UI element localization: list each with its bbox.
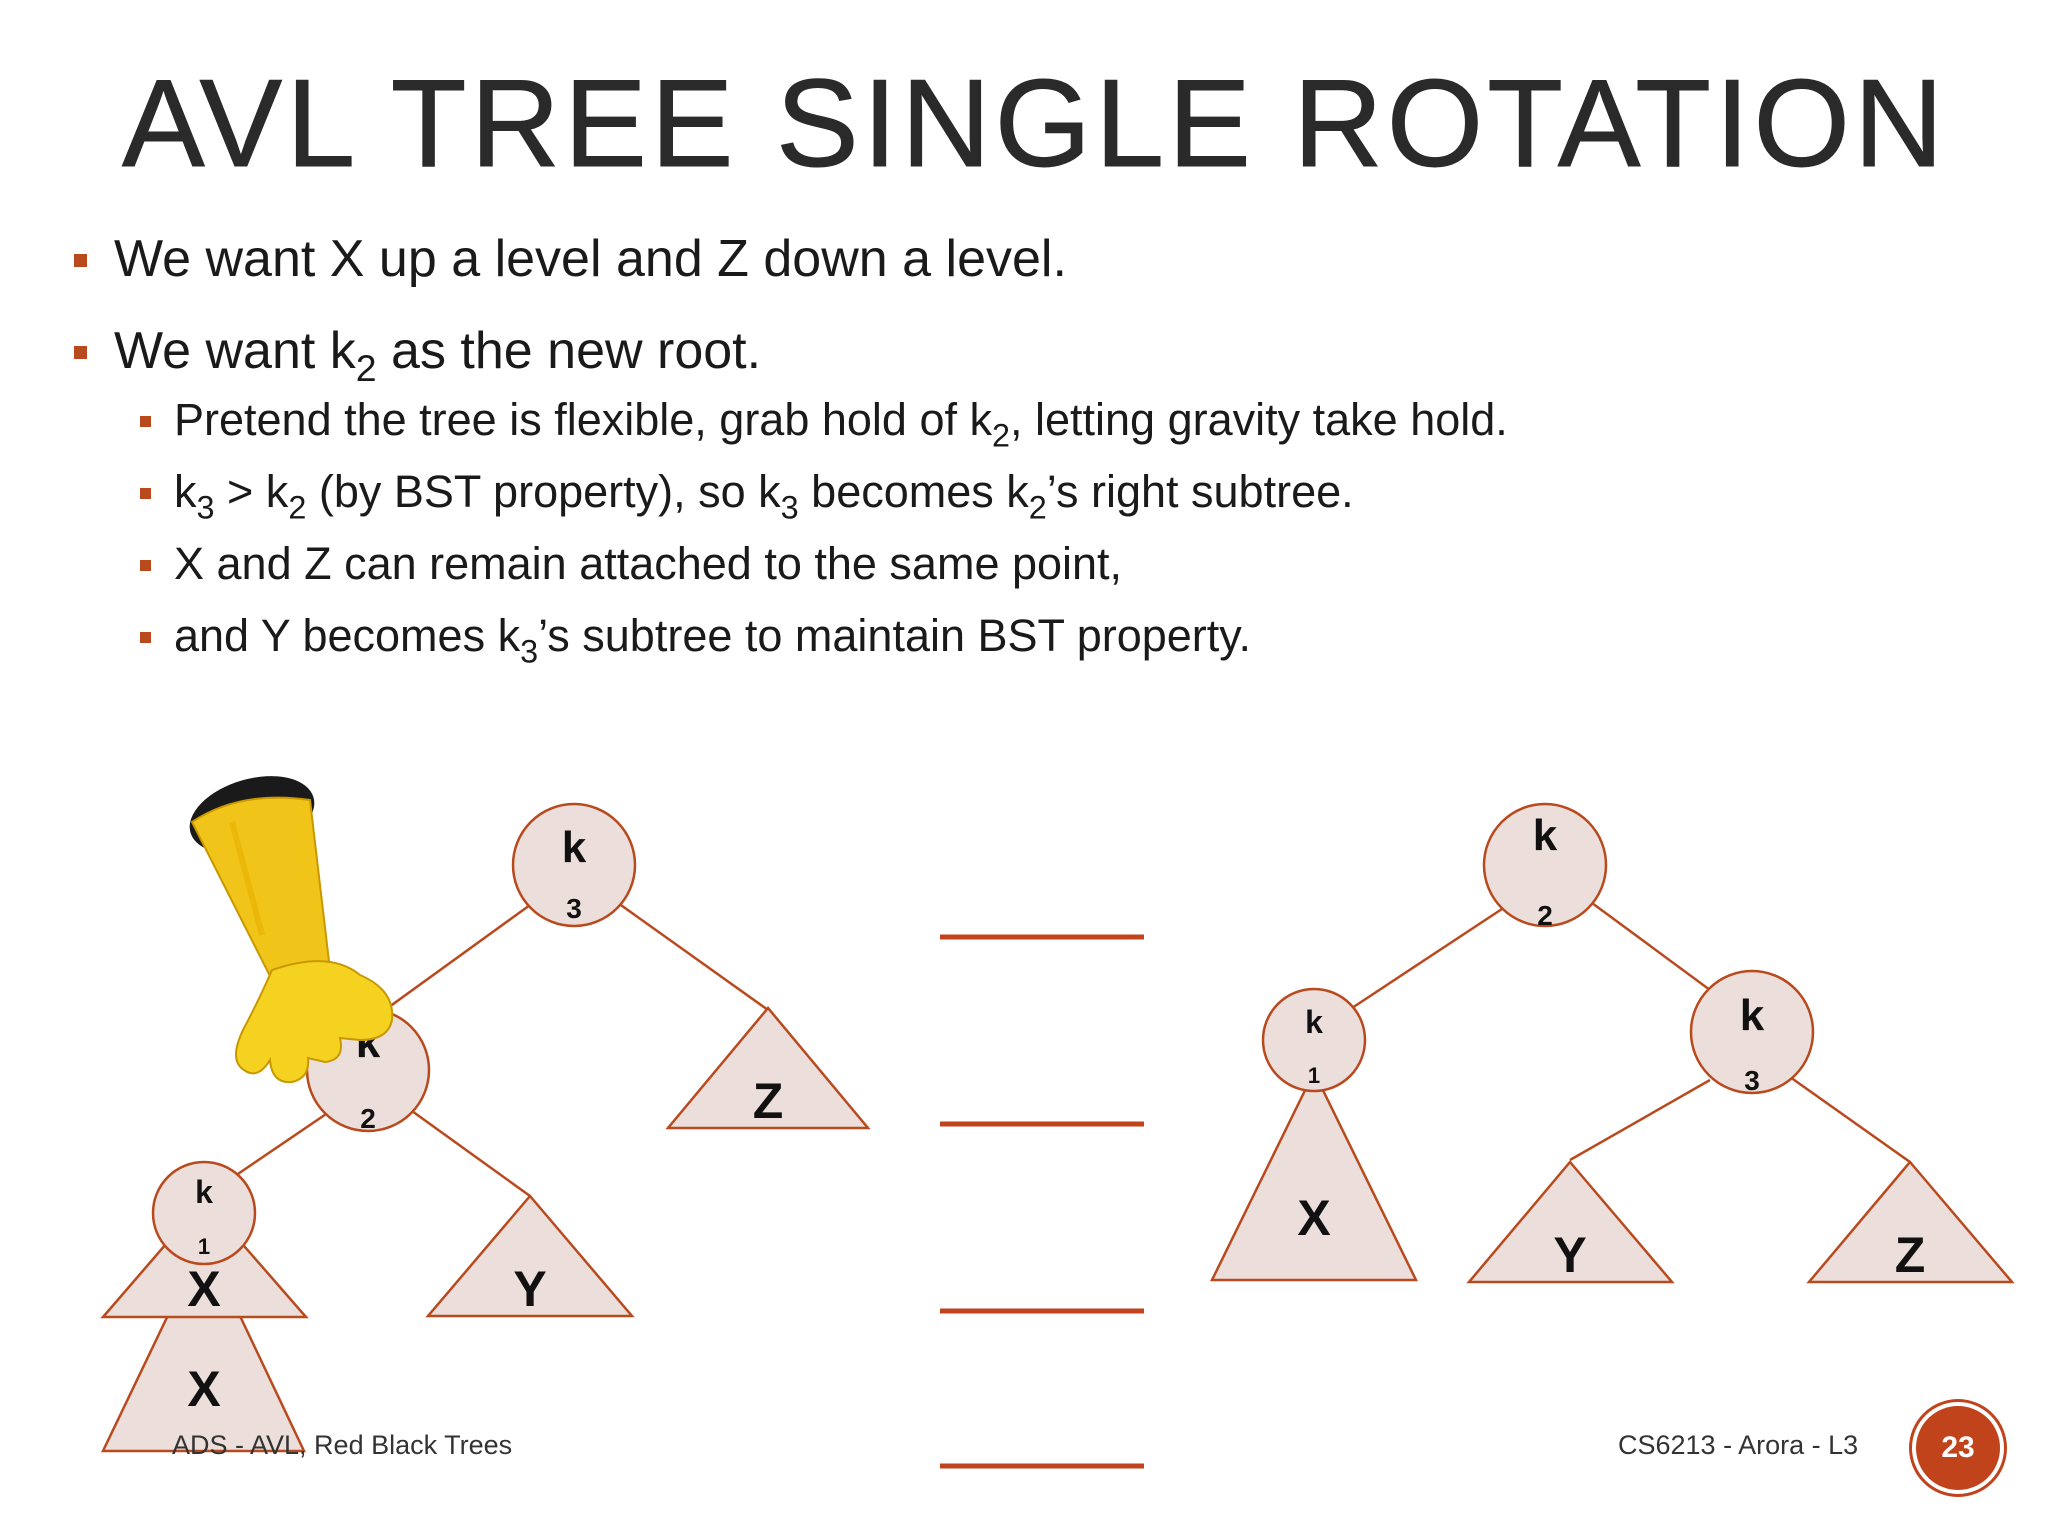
- left-node-k3: k 3: [511, 802, 637, 928]
- svg-text:2: 2: [1537, 900, 1553, 931]
- sub-bullet-item: k3 > k2 (by BST property), so k3 becomes…: [72, 464, 1972, 524]
- bullet-marker: [140, 560, 151, 571]
- svg-text:2: 2: [360, 1103, 376, 1134]
- right-subtree-z: Z: [1806, 1160, 2015, 1284]
- svg-text:Z: Z: [753, 1073, 784, 1129]
- svg-text:X: X: [187, 1261, 220, 1317]
- left-tree-edges: [231, 901, 769, 1198]
- bullet-marker: [140, 416, 151, 427]
- svg-text:3: 3: [1744, 1065, 1760, 1096]
- svg-text:k: k: [562, 823, 587, 872]
- gloved-hand-icon: [189, 776, 394, 1084]
- svg-text:Z: Z: [1895, 1227, 1926, 1283]
- left-subtree-z: Z: [665, 1006, 871, 1130]
- right-tree-edges: [1351, 901, 1911, 1164]
- svg-text:1: 1: [198, 1234, 210, 1259]
- svg-text:3: 3: [566, 893, 582, 924]
- bullet-item: We want X up a level and Z down a level.: [72, 228, 1972, 290]
- svg-text:Y: Y: [513, 1261, 546, 1317]
- svg-text:1: 1: [1308, 1063, 1320, 1088]
- right-node-k1: k 1: [1261, 987, 1367, 1093]
- footer-course: ADS - AVL, Red Black Trees: [172, 1430, 513, 1460]
- right-node-k3: k 3: [1689, 969, 1815, 1096]
- footer-lecture: CS6213 - Arora - L3: [1618, 1430, 1859, 1460]
- svg-text:X: X: [1297, 1190, 1330, 1246]
- left-node-k1: k 1: [151, 1160, 257, 1266]
- page-number-badge: 23: [1912, 1402, 2004, 1494]
- svg-text:k: k: [1305, 1004, 1323, 1040]
- right-subtree-x: X: [1209, 1069, 1419, 1282]
- sub-bullet-item: and Y becomes k3’s subtree to maintain B…: [72, 608, 1972, 668]
- bullet-marker: [74, 254, 87, 267]
- sub-bullet-item: X and Z can remain attached to the same …: [72, 536, 1972, 592]
- sub-bullet-item: Pretend the tree is flexible, grab hold …: [72, 392, 1972, 452]
- bullet-list: We want X up a level and Z down a level.…: [72, 228, 1972, 680]
- svg-text:Y: Y: [1553, 1227, 1586, 1283]
- slide-title: AVL TREE SINGLE ROTATION: [121, 55, 1948, 193]
- bullet-marker: [74, 346, 87, 359]
- bullet-item: We want k2 as the new root.: [72, 320, 1972, 387]
- bullet-marker: [140, 488, 151, 499]
- right-subtree-y: Y: [1466, 1160, 1675, 1284]
- bullet-marker: [140, 632, 151, 643]
- svg-text:k: k: [195, 1174, 213, 1210]
- right-node-k2: k 2: [1482, 802, 1608, 931]
- svg-text:k: k: [1533, 811, 1558, 860]
- left-subtree-x-ghost: X: [101, 1237, 306, 1453]
- svg-text:X: X: [187, 1361, 220, 1417]
- transform-arrow: [940, 934, 1144, 1469]
- left-subtree-y: Y: [425, 1194, 635, 1318]
- svg-text:k: k: [1740, 991, 1765, 1040]
